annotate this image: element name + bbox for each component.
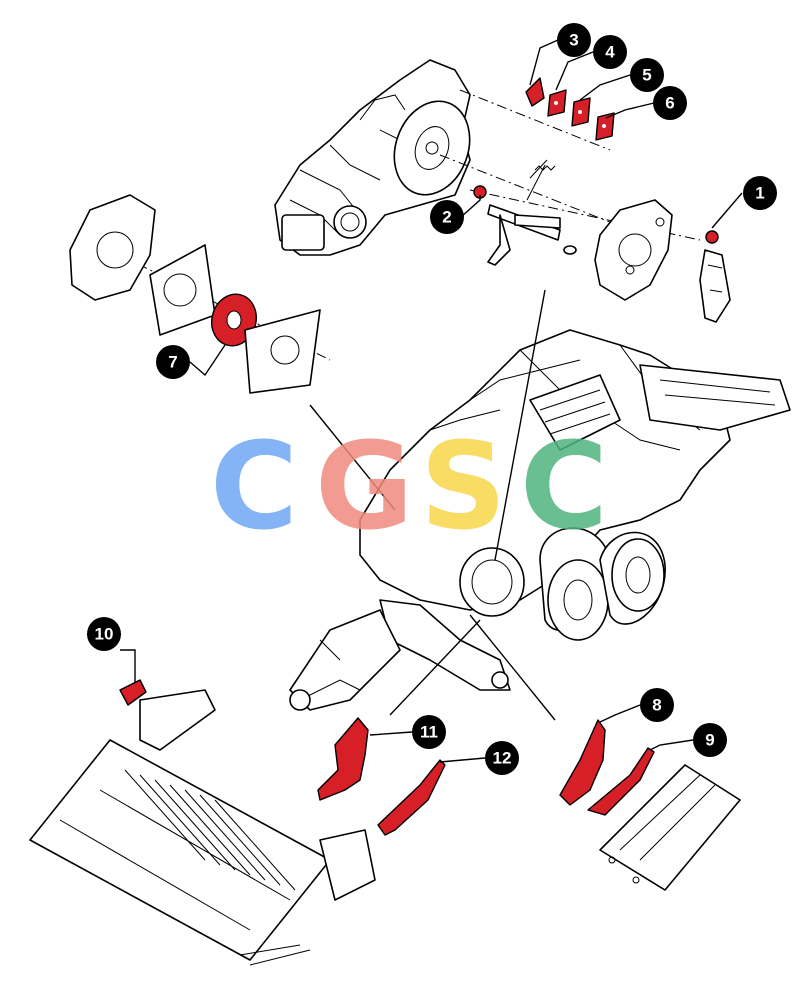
callout-6: 6 [653,86,687,120]
watermark-letter-s: S [420,418,506,557]
part-11 [317,717,369,801]
watermark-letter-c1: C [210,418,298,557]
red-parts-lower [119,679,655,836]
callout-leaders [120,39,743,763]
part-8 [559,719,606,806]
callout-8: 8 [640,688,674,722]
part-9 [587,747,655,816]
shim-3 [525,77,545,107]
svg-text:9: 9 [705,731,714,750]
svg-text:7: 7 [168,353,177,372]
callout-4: 4 [593,35,627,69]
svg-text:4: 4 [605,43,615,62]
callout-10: 10 [87,617,121,651]
svg-text:12: 12 [493,749,512,768]
pointer-lines [309,289,556,721]
svg-text:5: 5 [642,66,651,85]
svg-text:2: 2 [442,208,451,227]
svg-text:3: 3 [569,31,578,50]
callout-12: 12 [485,741,519,775]
part-10 [119,679,147,706]
baler-machine [289,329,791,711]
callout-1: 1 [743,176,777,210]
watermark-letter-c2: C [520,418,608,557]
svg-text:1: 1 [755,184,764,203]
gearbox-housing [274,59,471,256]
watermark-logo: C G S C [210,418,608,557]
callout-7: 7 [156,345,190,379]
left-crank-assembly [69,194,321,394]
callout-2: 2 [430,200,464,234]
callouts: 1 2 3 4 5 6 7 8 9 10 11 12 [87,23,777,775]
front-guard [29,689,376,966]
shaft-assembly [473,159,577,266]
bushing-1 [705,230,719,244]
callout-9: 9 [693,723,727,757]
watermark-letter-g: G [315,418,414,557]
rear-cover [599,764,741,891]
callout-11: 11 [412,715,446,749]
svg-text:6: 6 [665,94,674,113]
shim-parts [525,77,615,141]
svg-text:11: 11 [420,723,438,742]
svg-text:8: 8 [652,696,661,715]
callout-3: 3 [557,23,591,57]
part-12 [377,759,446,836]
callout-5: 5 [630,58,664,92]
right-crank-disc [594,199,731,323]
svg-text:10: 10 [95,625,114,644]
